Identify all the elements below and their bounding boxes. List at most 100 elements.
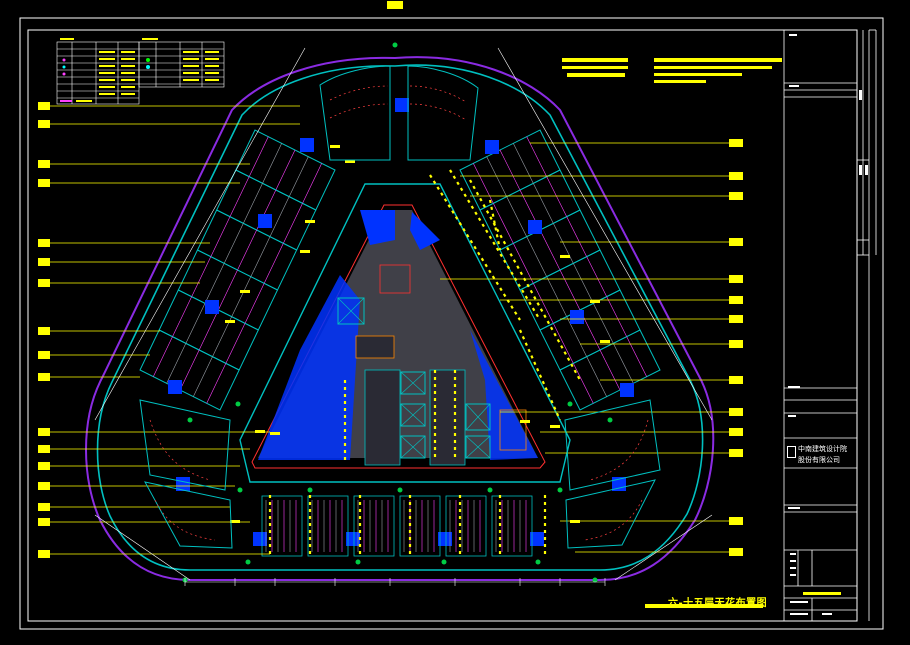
annotation-leaders	[38, 102, 743, 558]
annotation-tag	[729, 428, 743, 436]
annotation-tag	[729, 296, 743, 304]
bottom-bay	[261, 495, 303, 557]
column-marker	[592, 577, 598, 583]
blue-shaft-block	[346, 532, 360, 546]
ceiling-grid-line	[499, 149, 521, 191]
ceiling-grid-line	[218, 269, 238, 311]
core-area	[258, 210, 538, 466]
title-block	[783, 29, 877, 621]
annotation-tag	[38, 258, 50, 266]
outer-curtain-wall	[85, 56, 715, 581]
title-block-yellow-marks	[645, 592, 841, 608]
fixture-tag	[570, 520, 580, 523]
bottom-bay	[491, 495, 533, 557]
ceiling-grid-line	[546, 176, 567, 217]
column-marker	[245, 559, 251, 565]
fixture-tag	[345, 160, 355, 163]
bottom-bay	[353, 495, 395, 557]
fixture-tag	[270, 432, 280, 435]
annotation-tag	[38, 550, 50, 558]
ceiling-grid-line	[586, 356, 607, 397]
corner-lobbies	[139, 65, 661, 549]
fixture-tag	[255, 430, 265, 433]
annotation-tag	[38, 482, 50, 490]
fixture-strip	[429, 174, 521, 321]
annotation-tag	[38, 327, 50, 335]
column-marker	[237, 487, 243, 493]
column-marker	[607, 417, 613, 423]
blue-shaft-block	[438, 532, 452, 546]
ceiling-grid-line	[283, 203, 303, 244]
column-marker	[397, 487, 403, 493]
lobby-arc-sprinklers	[149, 85, 649, 541]
ceiling-grid-line	[248, 136, 269, 177]
ceiling-grid-line	[262, 143, 282, 184]
ceiling-grid-line	[573, 363, 594, 404]
ceiling-grid-line	[263, 243, 284, 284]
fixture-tag	[305, 220, 315, 223]
bottom-bay	[307, 495, 349, 557]
column-marker	[187, 417, 193, 423]
annotation-tag	[38, 120, 50, 128]
ceiling-grid-line	[225, 323, 246, 364]
ceiling-grid-line	[566, 216, 587, 257]
outer-frame	[19, 17, 884, 630]
annotation-tag	[38, 445, 50, 453]
ceiling-grid-line	[275, 149, 296, 191]
fixture-tag	[225, 320, 235, 323]
ceiling-grid-line	[193, 356, 213, 397]
annotation-tag	[729, 548, 743, 556]
fixture-tag	[560, 255, 570, 258]
ceiling-grid-line	[153, 336, 173, 377]
fixture-tag	[230, 520, 240, 523]
annotation-tag	[729, 449, 743, 457]
core-boundary	[251, 204, 546, 469]
building-outline	[85, 56, 715, 581]
company-name: 中南建筑设计院 股份有限公司	[798, 444, 847, 466]
ceiling-grid-line	[172, 296, 192, 337]
dimension-line-corner	[94, 514, 191, 581]
annotation-tag	[729, 408, 743, 416]
blue-shaft-block	[300, 138, 314, 152]
ceiling-grid-line	[198, 309, 219, 351]
bottom-bay	[399, 495, 441, 557]
ceiling-grid-line	[269, 196, 290, 237]
ceiling-grid-line	[486, 156, 507, 197]
annotation-tag	[729, 275, 743, 283]
ceiling-grid-line	[546, 276, 567, 317]
fixture-tag	[520, 420, 530, 423]
corridor-inner-ring	[239, 183, 571, 483]
column-marker	[392, 42, 398, 48]
fixture-strip	[449, 169, 541, 321]
ceiling-grid-line	[250, 236, 271, 277]
annotation-tag	[729, 376, 743, 384]
blue-shaft-block	[205, 300, 219, 314]
ceiling-grid-line	[206, 363, 227, 404]
annotation-tag	[729, 139, 743, 147]
structural-columns	[182, 42, 613, 583]
general-notes	[562, 58, 782, 83]
dimension-line-right	[497, 47, 713, 421]
ceiling-grid-line	[302, 163, 322, 204]
ceiling-grid-line	[243, 183, 263, 224]
fixture-strip	[518, 329, 562, 421]
ceiling-grid-line	[513, 143, 534, 184]
annotation-tag	[729, 192, 743, 200]
legend-table	[56, 41, 225, 105]
ceiling-grid-line	[533, 183, 554, 224]
outer-wall-line	[96, 64, 704, 571]
ceiling-grid-line	[613, 343, 634, 384]
ceiling-grid-line	[593, 303, 614, 344]
ceiling-grid-line	[204, 263, 225, 304]
ceiling-grid-line	[185, 303, 206, 344]
ceiling-grid-line	[559, 269, 581, 311]
blue-shaft-block	[570, 310, 584, 324]
fixture-strip	[488, 199, 502, 251]
office-wings	[139, 98, 661, 546]
company-name-line1: 中南建筑设计院	[798, 445, 847, 453]
company-name-line2: 股份有限公司	[798, 456, 840, 464]
fixture-tag	[330, 145, 340, 148]
annotation-tag	[38, 503, 50, 511]
bottom-bay	[445, 495, 487, 557]
